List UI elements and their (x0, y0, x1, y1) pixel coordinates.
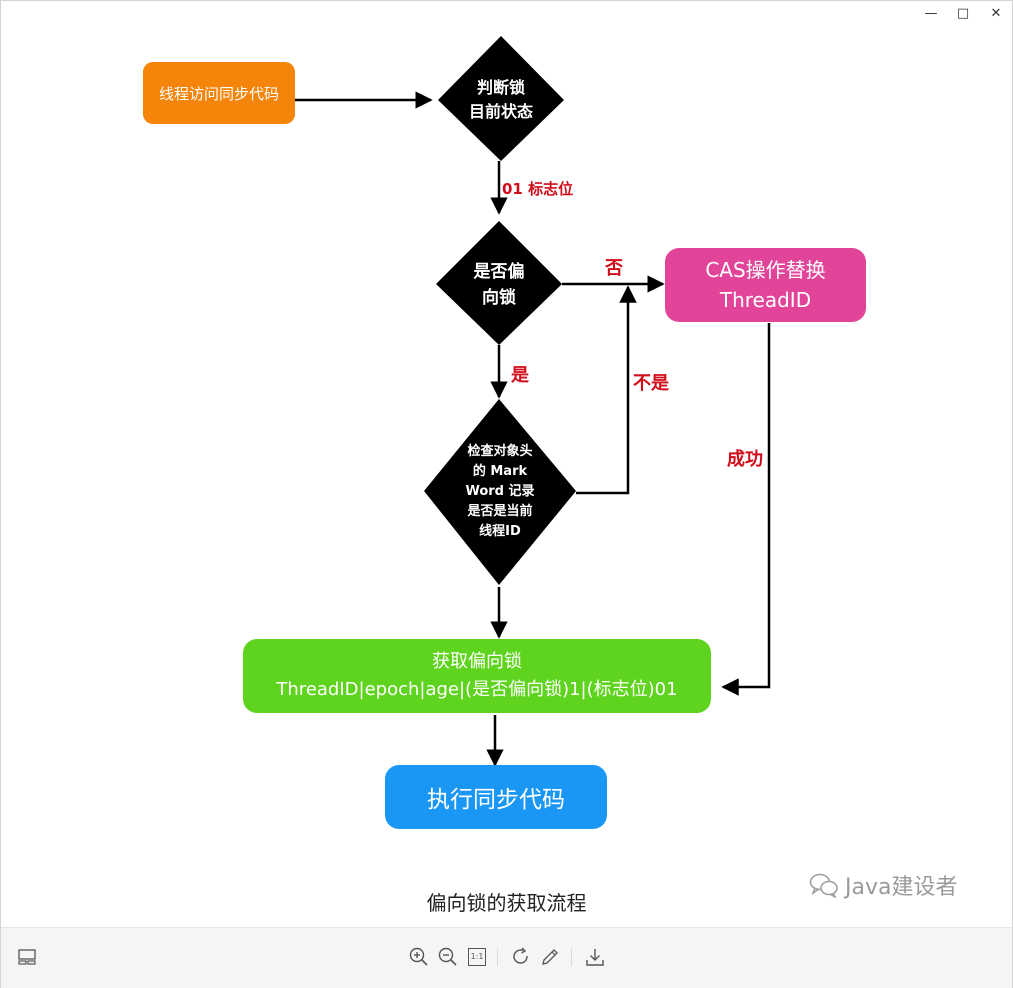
bottom-toolbar: 1:1 (1, 927, 1012, 988)
actual-size-button[interactable]: 1:1 (465, 945, 489, 969)
zoom-in-icon (409, 947, 428, 966)
close-button[interactable]: ✕ (990, 6, 1002, 21)
actual-size-icon: 1:1 (468, 948, 486, 966)
flowchart-connectors (295, 36, 771, 767)
cas-line-2: ThreadID (719, 288, 812, 312)
mark-word-line-3: Word 记录 (465, 484, 535, 499)
edge-label-no: 否 (605, 258, 623, 279)
edit-pencil-icon (542, 949, 558, 965)
edge-label-yes: 是 (511, 365, 529, 386)
mark-word-line-2: 的 Mark (472, 464, 528, 479)
edge-label-not: 不是 (633, 373, 669, 394)
execute-label: 执行同步代码 (427, 787, 565, 813)
node-cas-replace: CAS操作替换 ThreadID (665, 248, 866, 322)
node-acquire-biased-lock: 获取偏向锁 ThreadID|epoch|age|(是否偏向锁)1|(标志位)0… (243, 639, 711, 713)
edit-button[interactable] (538, 945, 562, 969)
image-canvas: 线程访问同步代码 判断锁 目前状态 是否偏 向锁 检查对象头 的 Mark Wo… (1, 27, 1012, 927)
mark-word-line-1: 检查对象头 (467, 444, 533, 459)
acquire-line-1: 获取偏向锁 (432, 651, 522, 672)
acquire-line-2: ThreadID|epoch|age|(是否偏向锁)1|(标志位)01 (276, 679, 678, 700)
download-icon (586, 949, 604, 966)
cas-line-1: CAS操作替换 (705, 258, 826, 282)
zoom-out-icon (438, 947, 457, 966)
image-caption: 偏向锁的获取流程 (426, 891, 587, 915)
sidebar-toggle-icon (18, 949, 36, 965)
toolbar-separator (571, 948, 572, 966)
node-check-lock-state: 判断锁 目前状态 (441, 69, 561, 131)
rotate-icon (513, 947, 528, 964)
minimize-button[interactable]: — (924, 6, 938, 21)
actual-size-label: 1:1 (470, 952, 484, 961)
chat-bubbles-icon (809, 873, 838, 898)
diamond-check-lock-state (438, 36, 564, 161)
is-biased-line-1: 是否偏 (473, 262, 525, 282)
arrow-cas-success-to-acquire (721, 323, 771, 696)
watermark: Java建设者 (809, 867, 957, 903)
download-button[interactable] (583, 945, 607, 969)
edge-label-success: 成功 (727, 449, 763, 470)
node-check-mark-word: 检查对象头 的 Mark Word 记录 是否是当前 线程ID (437, 439, 563, 545)
maximize-button[interactable]: □ (956, 6, 970, 21)
zoom-in-button[interactable] (407, 945, 431, 969)
rotate-button[interactable] (509, 945, 533, 969)
sidebar-toggle-button[interactable] (15, 945, 39, 969)
watermark-text: Java建设者 (845, 875, 958, 900)
diamond-is-biased (436, 221, 562, 345)
diamond-check-mark-word (424, 399, 576, 585)
edge-label-flag: 01 标志位 (502, 180, 574, 198)
node-start-label: 线程访问同步代码 (158, 84, 279, 103)
is-biased-line-2: 向锁 (482, 288, 516, 308)
mark-word-line-4: 是否是当前 (467, 504, 533, 519)
check-lock-state-line-2: 目前状态 (468, 102, 533, 121)
node-start: 线程访问同步代码 (143, 62, 295, 124)
zoom-out-button[interactable] (436, 945, 460, 969)
arrow-markword-not-to-cas (576, 285, 637, 495)
title-bar: — □ ✕ (1, 1, 1012, 27)
check-lock-state-line-1: 判断锁 (476, 78, 525, 97)
toolbar-separator (497, 948, 498, 966)
node-execute-sync: 执行同步代码 (385, 765, 607, 829)
mark-word-line-5: 线程ID (479, 524, 521, 539)
node-is-biased: 是否偏 向锁 (439, 254, 559, 316)
